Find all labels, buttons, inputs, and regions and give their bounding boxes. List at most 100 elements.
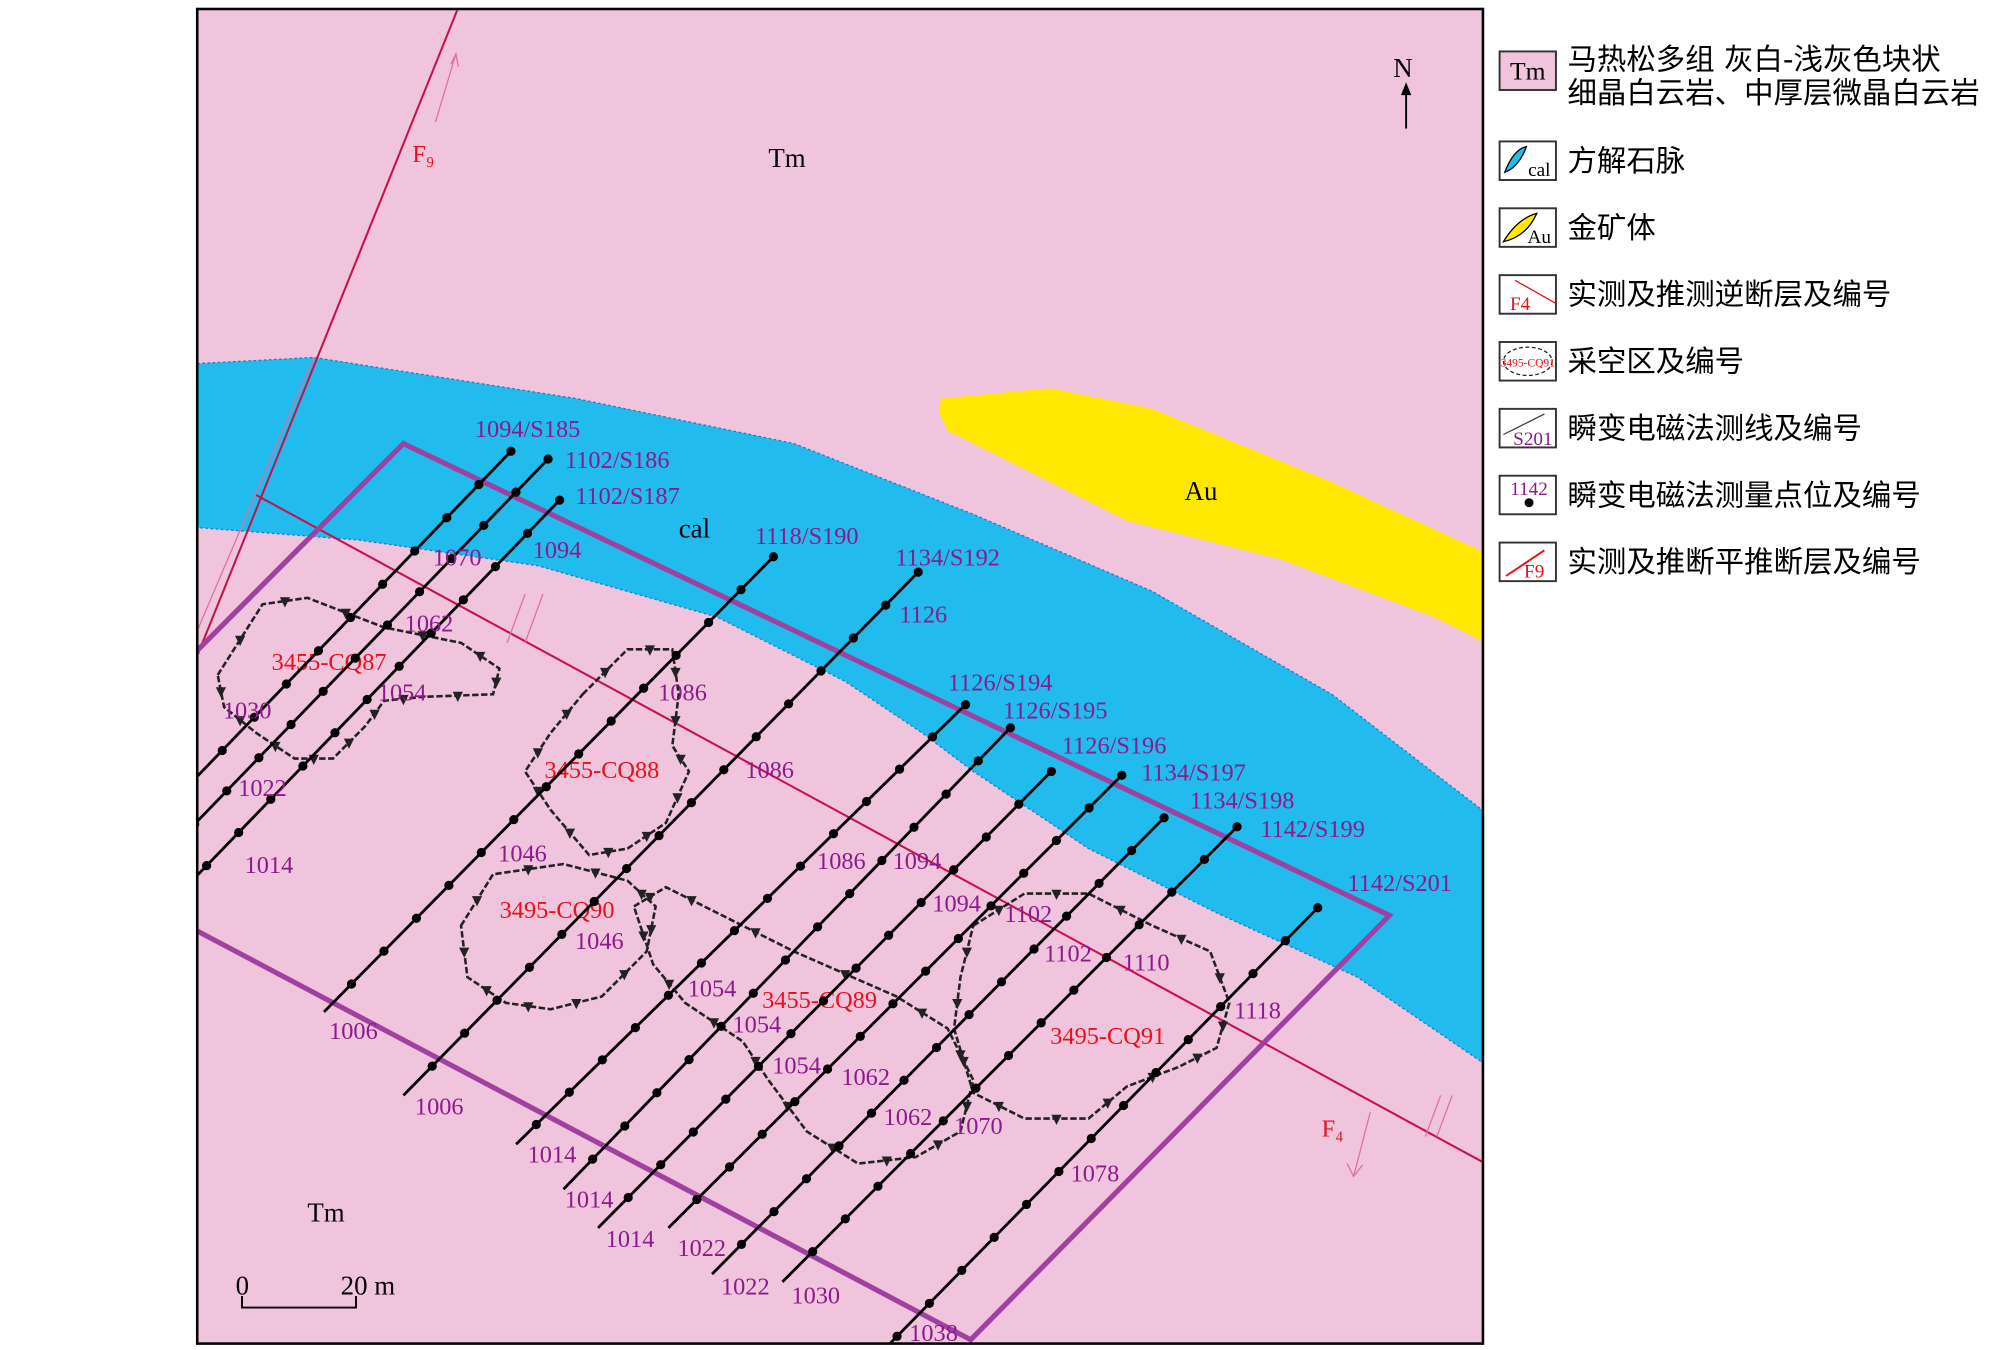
measurement-point <box>973 756 983 766</box>
measurement-point <box>762 893 773 904</box>
measurement-point-icon <box>1524 498 1534 508</box>
measurement-point <box>254 753 264 763</box>
point-label: 1054 <box>378 680 427 707</box>
measurement-point <box>1036 1018 1046 1028</box>
goaf-outline <box>952 892 1231 1120</box>
survey-line-path <box>197 458 550 824</box>
measurement-point <box>217 745 227 756</box>
goaf-tick <box>475 651 486 663</box>
measurement-point <box>511 487 521 497</box>
goaf-tick <box>343 738 355 749</box>
survey-line: 1134/S192 <box>402 545 1000 1097</box>
point-label: 1094 <box>893 848 942 875</box>
measurement-point <box>479 520 489 531</box>
goaf-tick <box>993 905 1004 917</box>
measurement-point <box>588 1154 598 1164</box>
goaf-tick <box>491 677 502 688</box>
measurement-point <box>736 584 746 595</box>
goaf-tick <box>1102 1098 1113 1109</box>
goaf-tick <box>675 754 686 765</box>
tm-label-top: Tm <box>768 143 805 173</box>
measurement-point <box>808 1246 818 1257</box>
measurement-point <box>931 1042 942 1053</box>
measurement-point <box>1046 766 1056 777</box>
measurement-point <box>848 633 859 643</box>
survey-line-label: 1126/S196 <box>1062 732 1167 759</box>
point-label: 1078 <box>1071 1161 1120 1188</box>
measurement-point <box>751 732 761 742</box>
measurement-point <box>379 946 389 956</box>
measurement-point <box>427 1061 437 1071</box>
goaf-outline <box>459 862 658 1011</box>
survey-line-label: 1118/S190 <box>755 523 859 550</box>
measurement-point <box>630 1022 640 1033</box>
survey-line-label: 1134/S198 <box>1190 788 1295 815</box>
goaf-outline <box>216 596 501 760</box>
point-label: 1102 <box>1004 901 1052 928</box>
measurement-point <box>671 650 681 660</box>
measurement-point <box>913 567 923 577</box>
goaf-tick <box>644 892 656 904</box>
au-label: Au <box>1185 476 1218 506</box>
survey-line-label: 1134/S197 <box>1141 759 1246 786</box>
measurement-point <box>757 1129 767 1139</box>
measurement-point <box>1167 887 1177 897</box>
goaf-tick <box>1176 934 1187 945</box>
measurement-point <box>639 683 649 693</box>
measurement-point <box>716 1021 726 1032</box>
goaf-tick <box>646 925 657 936</box>
measurement-point <box>989 1232 999 1243</box>
measurement-point <box>281 679 292 689</box>
goaf-area: 3455-CQ87 <box>215 596 502 765</box>
measurement-point <box>971 1083 981 1093</box>
measurement-point <box>1014 799 1024 809</box>
measurement-point <box>686 798 697 808</box>
measurement-point <box>663 990 674 1000</box>
measurement-point <box>769 1206 779 1217</box>
measurement-point <box>834 1141 844 1151</box>
measurement-point <box>873 1181 883 1191</box>
measurement-point <box>623 1192 633 1203</box>
legend-symbol-label: cal <box>1528 160 1550 181</box>
legend-symbol <box>1498 341 1557 382</box>
goaf-tick <box>932 1140 944 1151</box>
measurement-point <box>828 829 839 839</box>
measurement-point <box>845 889 855 899</box>
goaf-tick <box>523 1002 534 1013</box>
measurement-point <box>506 446 516 456</box>
goaf-tick <box>234 635 246 647</box>
goaf-tick <box>993 1101 1004 1113</box>
measurement-point <box>574 749 584 759</box>
goaf-tick <box>532 748 543 759</box>
survey-line-icon <box>1503 413 1545 436</box>
goaf-tick <box>471 896 483 907</box>
measurement-point <box>786 1029 796 1039</box>
measurement-point <box>884 930 894 940</box>
gold-orebody <box>938 388 1483 642</box>
point-label: 1014 <box>565 1186 614 1213</box>
fault-f4 <box>255 494 1483 1164</box>
survey-line-label: 1126/S194 <box>948 669 1053 696</box>
survey-line: 1102/S186 <box>197 447 670 828</box>
measurement-point <box>724 1162 735 1172</box>
measurement-point <box>1313 903 1323 913</box>
goaf-outline <box>523 648 691 857</box>
measurement-point <box>906 1148 916 1159</box>
measurement-point <box>474 479 484 490</box>
goaf-tick <box>532 786 543 798</box>
survey-line-label: 1142/S201 <box>1347 870 1452 897</box>
survey-line-label: 1094/S185 <box>475 416 580 443</box>
survey-line: 1134/S197 <box>667 759 1246 1229</box>
goaf-tick <box>644 645 656 656</box>
point-label: 1062 <box>841 1064 890 1091</box>
measurement-point <box>442 513 452 523</box>
legend-text: 采空区及编号 <box>1567 345 1744 379</box>
goaf-label: 3455-CQ87 <box>272 649 387 676</box>
goaf-tick <box>663 979 675 990</box>
